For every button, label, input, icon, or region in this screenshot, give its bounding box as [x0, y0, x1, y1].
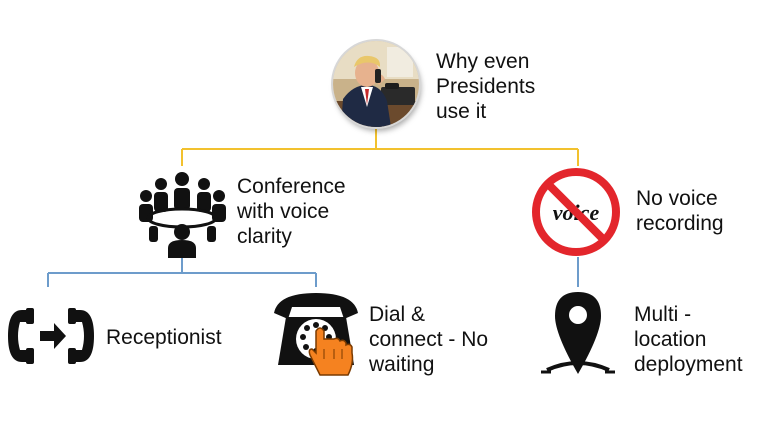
multi-location-label: Multi - location deployment	[634, 303, 743, 376]
phone-transfer-icon	[8, 308, 94, 364]
no-voice-recording-icon: voice	[532, 168, 620, 256]
president-on-phone-photo	[333, 41, 419, 127]
no-recording-label: No voice recording	[636, 187, 724, 235]
receptionist-label: Receptionist	[106, 326, 222, 349]
conference-label: Conference with voice clarity	[237, 175, 346, 248]
conference-group-icon	[139, 172, 226, 258]
dial-label: Dial & connect - No waiting	[369, 303, 489, 376]
root-label: Why even Presidents use it	[436, 50, 536, 123]
location-pin-icon	[541, 292, 615, 374]
dial-phone-hand-icon	[274, 293, 358, 376]
